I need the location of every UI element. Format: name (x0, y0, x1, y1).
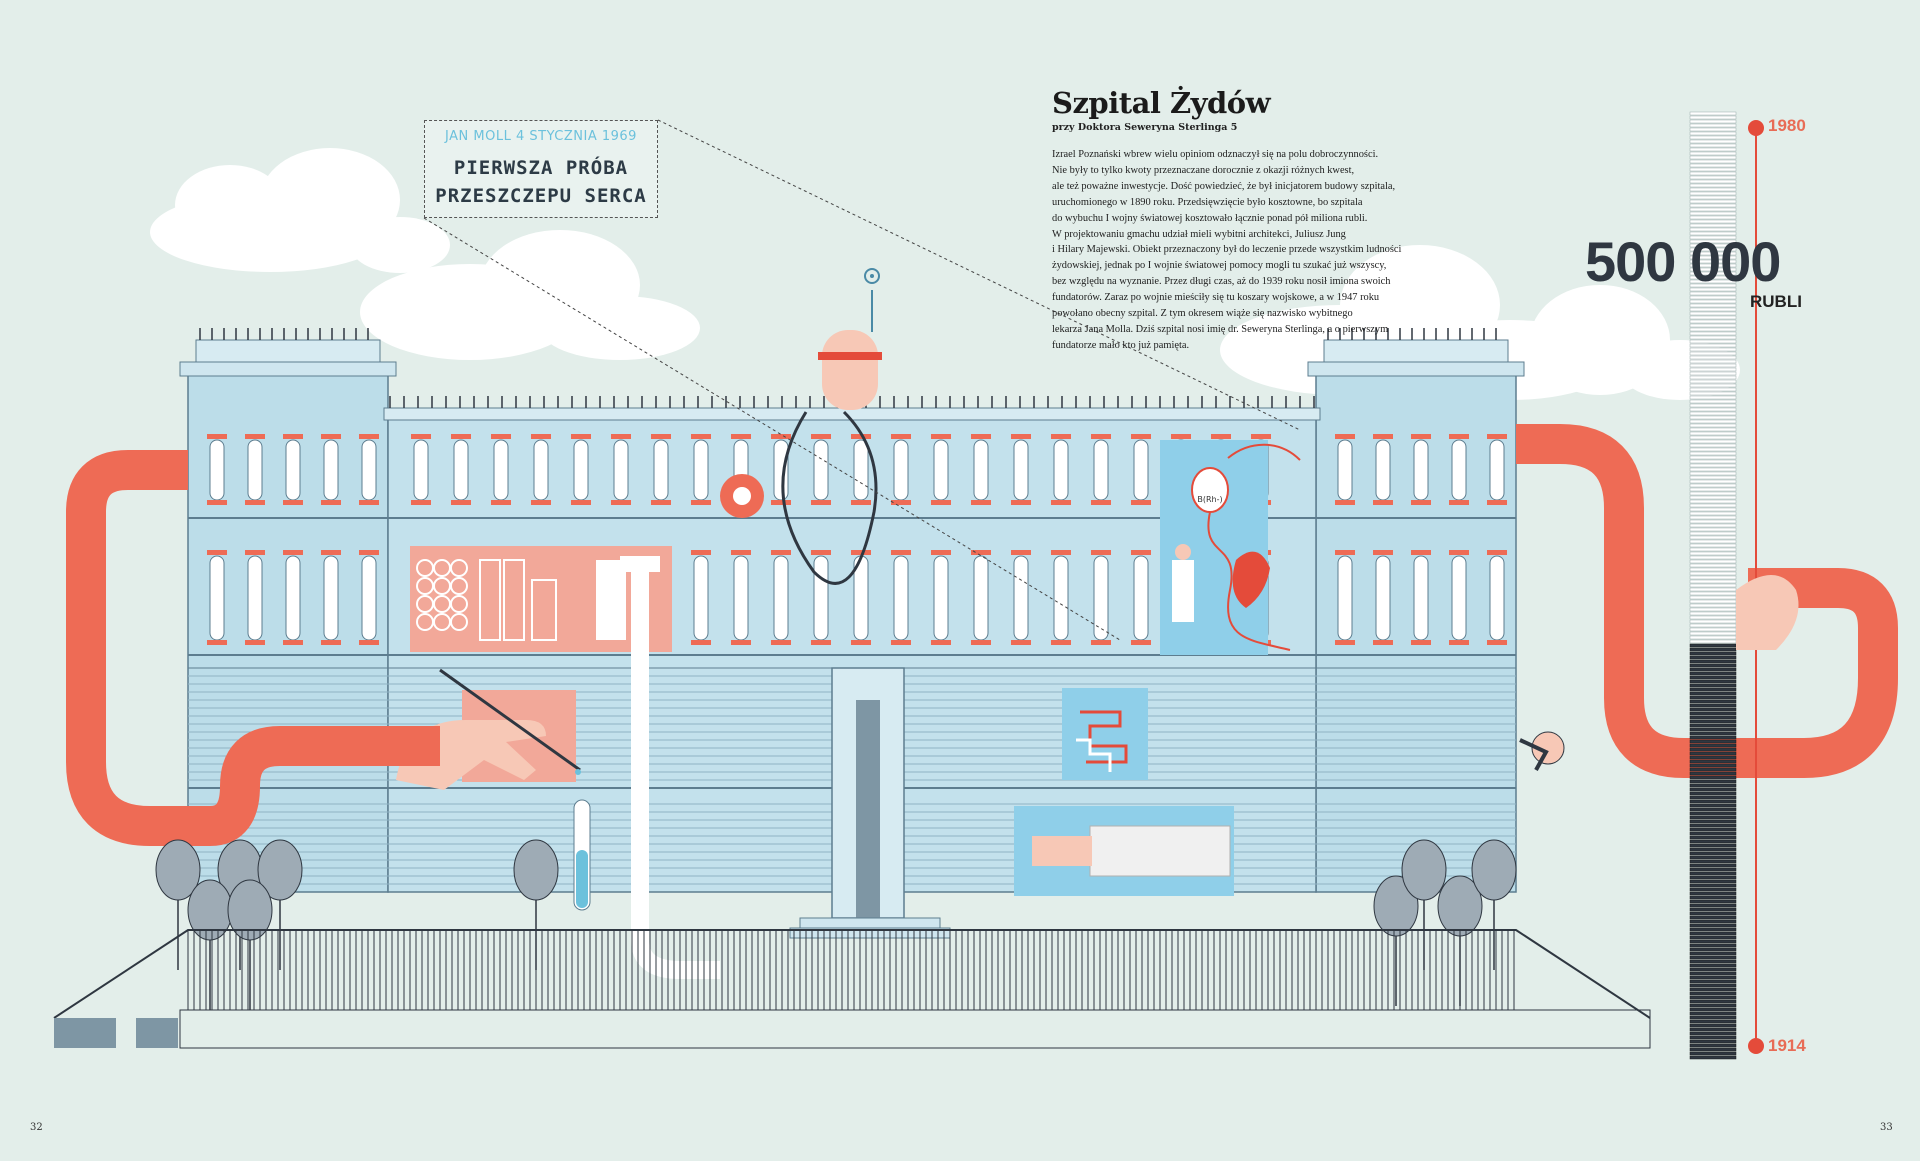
circuit-panel (1062, 688, 1148, 780)
clouds (150, 148, 1740, 400)
lab-room (410, 546, 672, 652)
event-date: JAN MOLL 4 STYCZNIA 1969 (445, 129, 637, 144)
article-line: fundatorów. Zaraz po wojnie mieściły się… (1052, 292, 1380, 304)
year-bottom: 1914 (1768, 1036, 1806, 1055)
amount-unit: RUBLI (1750, 292, 1802, 311)
article-line: W projektowaniu gmachu udział mieli wybi… (1052, 228, 1346, 240)
transfusion-room: B(Rh-) (1160, 440, 1301, 655)
article-subtitle: przy Doktora Seweryna Sterlinga 5 (1052, 122, 1238, 133)
event-headline-line-1: PIERWSZA PRÓBA (453, 157, 629, 179)
article-line: Izrael Poznański wbrew wielu opiniom odz… (1052, 149, 1379, 160)
article: Szpital Żydów przy Doktora Seweryna Ster… (1052, 86, 1452, 354)
hand (1736, 575, 1799, 650)
article-line: Nie były to tylko kwoty przeznaczane dor… (1052, 164, 1355, 176)
article-line: powołano obecny szpital. Z tym okresem w… (1052, 308, 1353, 320)
windows-row-top (207, 434, 1507, 505)
trees (155, 839, 1517, 1010)
page-number-left: 32 (30, 1122, 43, 1133)
article-line: do wybuchu I wojny światowej kosztowało … (1052, 212, 1368, 224)
article-line: bez względu na wyznanie. Przez długi cza… (1052, 276, 1391, 288)
fence (53, 929, 1651, 1049)
bandaged-arm-room (1014, 806, 1234, 896)
article-line: ale też poważne inwestycje. Dość powiedz… (1052, 180, 1396, 192)
page-number-right: 33 (1880, 1122, 1893, 1133)
blood-bag-label: B(Rh-) (1197, 495, 1222, 504)
callout-connectors (423, 119, 1301, 641)
article-line: uruchomionego w 1890 roku. Przedsięwzięc… (1052, 196, 1363, 208)
year-top: 1980 (1768, 116, 1806, 135)
article-line: i Hilary Majewski. Obiekt przeznaczony b… (1052, 244, 1402, 256)
amount-value: 500 000 (1585, 230, 1781, 293)
article-line: lekarza Jana Molla. Dziś szpital nosi im… (1052, 323, 1389, 335)
runner-figure (1519, 731, 1565, 771)
event-callout: JAN MOLL 4 STYCZNIA 1969 PIERWSZA PRÓBA … (424, 120, 658, 218)
event-headline: PIERWSZA PRÓBA PRZESZCZEPU SERCA (425, 154, 657, 210)
article-line: żydowskiej, jednak po I wojnie światowej… (1052, 260, 1387, 272)
timeline-marker-bottom (1748, 1038, 1764, 1054)
money-stack (1689, 111, 1737, 1060)
article-line: fundatorze mało kto już pamięta. (1052, 339, 1190, 351)
timeline-marker-top (1748, 120, 1764, 136)
stethoscope (781, 410, 878, 585)
doctor-head (818, 268, 882, 410)
article-body: Izrael Poznański wbrew wielu opiniom odz… (1052, 147, 1452, 354)
article-title: Szpital Żydów (1052, 86, 1271, 120)
red-pipe-right (1516, 424, 1898, 778)
building (179, 328, 1525, 939)
event-headline-line-2: PRZESZCZEPU SERCA (435, 185, 647, 207)
red-pipe-left (66, 450, 440, 846)
